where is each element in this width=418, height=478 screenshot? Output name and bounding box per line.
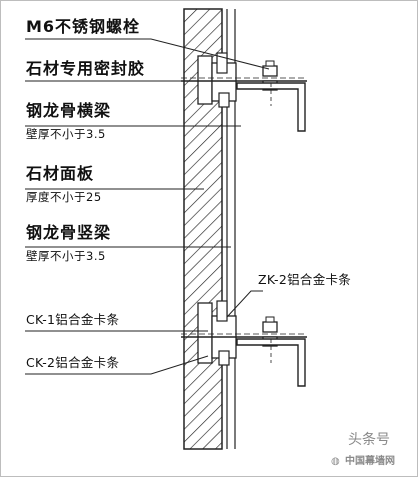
label-panel-note: 厚度不小于25 (26, 190, 102, 204)
label-panel: 石材面板 (26, 164, 95, 183)
label-zk2: ZK-2铝合金卡条 (258, 272, 352, 287)
label-upright: 钢龙骨竖梁 (26, 223, 112, 242)
leader-lines (25, 38, 270, 375)
label-upright-note: 壁厚不小于3.5 (26, 249, 106, 263)
top-steel-angle (236, 82, 306, 132)
watermark-brand: 头条号 (348, 432, 390, 448)
bottom-bolt-head (262, 321, 278, 333)
label-bolt: M6不锈钢螺栓 (26, 17, 141, 36)
label-ck2: CK-2铝合金卡条 (26, 355, 120, 370)
leader-zk2 (226, 290, 263, 318)
wechat-icon: ◍ (331, 456, 340, 467)
bottom-steel-angle (236, 338, 306, 387)
leader-ck2 (25, 355, 209, 375)
watermark-account: 中国幕墙网 (345, 456, 395, 467)
label-sealant: 石材专用密封胶 (26, 59, 146, 78)
bottom-connector-assembly (181, 300, 307, 387)
leader-bolt (25, 38, 270, 70)
label-crossbeam: 钢龙骨横梁 (26, 101, 112, 120)
top-connector-assembly (181, 52, 307, 132)
label-ck1: CK-1铝合金卡条 (26, 312, 120, 327)
label-crossbeam-note: 壁厚不小于3.5 (26, 127, 106, 141)
